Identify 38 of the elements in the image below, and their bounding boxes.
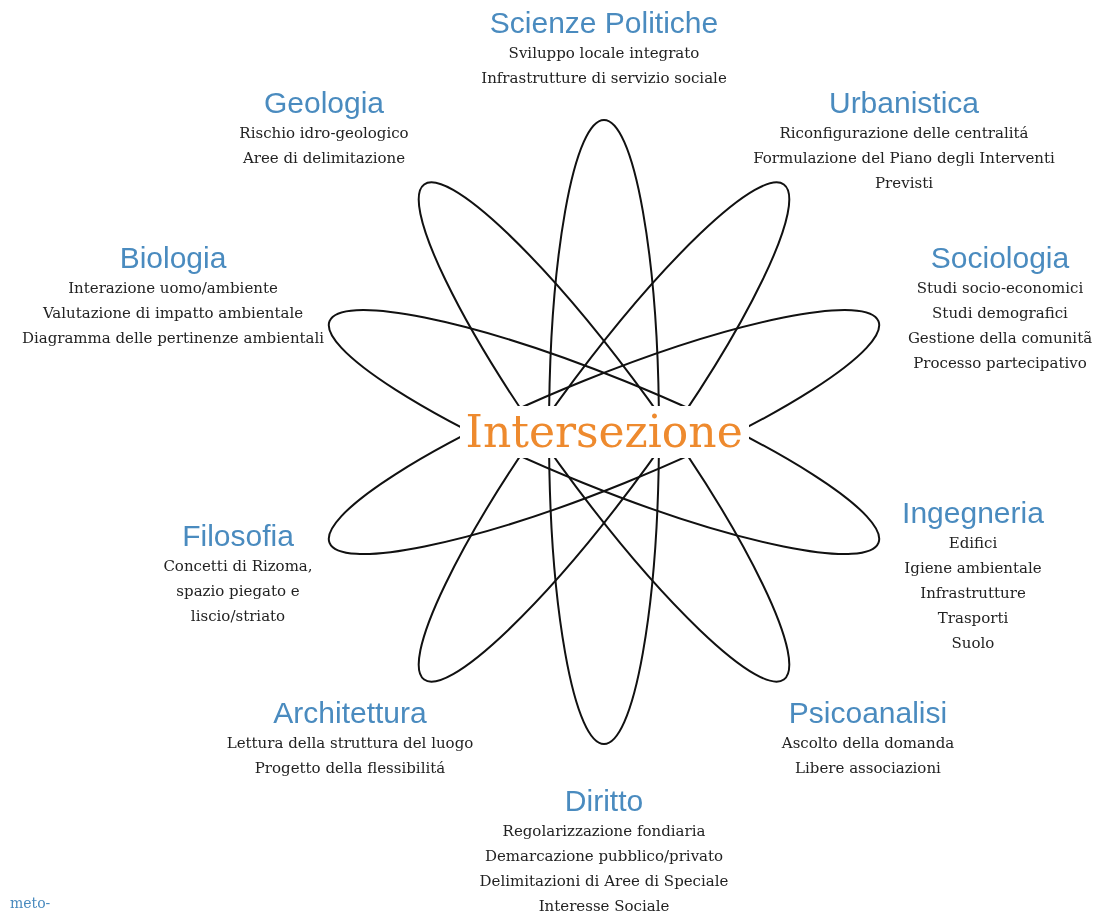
discipline-heading: Biologia — [119, 240, 227, 276]
topic-text: Valutazione di impatto ambientale — [42, 303, 304, 324]
topic-text: Libere associazioni — [795, 758, 941, 779]
discipline-heading: Filosofia — [182, 518, 294, 554]
topic-text: Concetti di Rizoma, spazio piegato e liscio/striato — [162, 556, 314, 627]
topic-text: Infrastrutture — [920, 583, 1026, 604]
discipline-heading: Diritto — [564, 783, 644, 819]
topic-text: Ascolto della domanda — [781, 733, 955, 754]
topic-text: Rischio idro-geologico — [239, 123, 409, 144]
topic-text: Demarcazione pubblico/privato — [484, 846, 724, 867]
topic-text: Infrastrutture di servizio sociale — [481, 68, 727, 89]
topic-text: Sviluppo locale integrato — [508, 43, 700, 64]
topic-text: Aree di delimitazione — [243, 148, 405, 169]
fragment-text: meto- — [10, 895, 51, 911]
topic-text: Interazione uomo/ambiente — [68, 278, 278, 299]
discipline-heading: Ingegneria — [902, 495, 1044, 531]
center-title: Intersezione — [459, 406, 749, 458]
topic-text: Delimitazioni di Aree di Speciale Interesse Sociale — [478, 871, 730, 917]
topic-text: Gestione della comunitã — [907, 328, 1093, 349]
topic-text: Igiene ambientale — [904, 558, 1042, 579]
discipline-heading: Urbanistica — [828, 85, 980, 121]
topic-text: Edifici — [948, 533, 998, 554]
topic-text: Lettura della struttura del luogo — [226, 733, 474, 754]
topic-text: Trasporti — [937, 608, 1009, 629]
discipline-heading: Architettura — [273, 695, 427, 731]
discipline-heading: Scienze Politiche — [489, 5, 719, 41]
topic-text: Riconfigurazione delle centralitá — [779, 123, 1029, 144]
topic-text: Suolo — [951, 633, 995, 654]
discipline-heading: Geologia — [263, 85, 385, 121]
topic-text: Formulazione del Piano degli Interventi Previsti — [752, 148, 1056, 194]
topic-text: Processo partecipativo — [913, 353, 1087, 374]
topic-text: Studi socio-economici — [916, 278, 1084, 299]
discipline-heading: Psicoanalisi — [788, 695, 948, 731]
topic-text: Regolarizzazione fondiaria — [502, 821, 706, 842]
discipline-heading: Sociologia — [930, 240, 1070, 276]
topic-text: Studi demografici — [932, 303, 1068, 324]
topic-text: Progetto della flessibilitá — [254, 758, 446, 779]
topic-text: Diagramma delle pertinenze ambientali — [21, 328, 325, 349]
